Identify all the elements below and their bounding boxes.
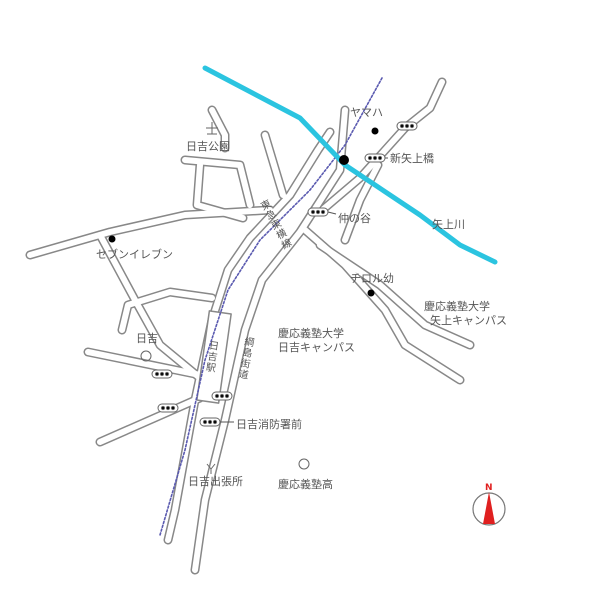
label-tirol-kindergarten: チロル幼 — [350, 272, 394, 285]
north-arrow — [472, 492, 506, 526]
label-keio-yagami-1: 慶応義塾大学 — [424, 300, 490, 313]
label-shin-yagami-bridge: 新矢上橋 — [390, 152, 434, 165]
label-keio-high-school: 慶応義塾高 — [278, 478, 333, 491]
marker-seven-eleven — [108, 235, 116, 243]
railway-line — [159, 77, 383, 536]
signal-icon — [211, 391, 233, 401]
park-icon — [206, 122, 218, 135]
signal-icon — [364, 153, 386, 163]
label-hiyoshi: 日吉 — [136, 332, 158, 345]
signal-icon — [307, 207, 329, 217]
label-yamaha: ヤマハ — [350, 106, 383, 119]
signal-icon — [157, 403, 179, 413]
signal-icon — [151, 369, 173, 379]
label-naka-no-ya: 仲の谷 — [338, 212, 371, 225]
marker-shin-yagami — [339, 155, 349, 165]
school-icon — [298, 458, 310, 470]
label-hiyoshi-fire-station: 日吉消防署前 — [236, 418, 302, 431]
label-seven-eleven: セブンイレブン — [96, 248, 173, 261]
signal-icon — [199, 417, 221, 427]
government-office-icon — [206, 463, 216, 474]
traffic-signals — [151, 121, 418, 427]
label-keio-yagami-2: 矢上キャンパス — [430, 314, 507, 327]
marker-yamaha — [371, 127, 379, 135]
label-hiyoshi-branch-office: 日吉出張所 — [188, 475, 243, 488]
post-office-icon — [140, 350, 152, 362]
signal-icon — [396, 121, 418, 131]
label-keio-hiyoshi-1: 慶応義塾大学 — [278, 327, 344, 340]
north-label: N — [485, 483, 493, 493]
label-keio-hiyoshi-2: 日吉キャンパス — [278, 341, 355, 354]
label-hiyoshi-park: 日吉公園 — [186, 140, 230, 153]
label-yagami-river: 矢上川 — [432, 218, 465, 231]
marker-tirol — [367, 289, 375, 297]
river — [202, 65, 498, 265]
